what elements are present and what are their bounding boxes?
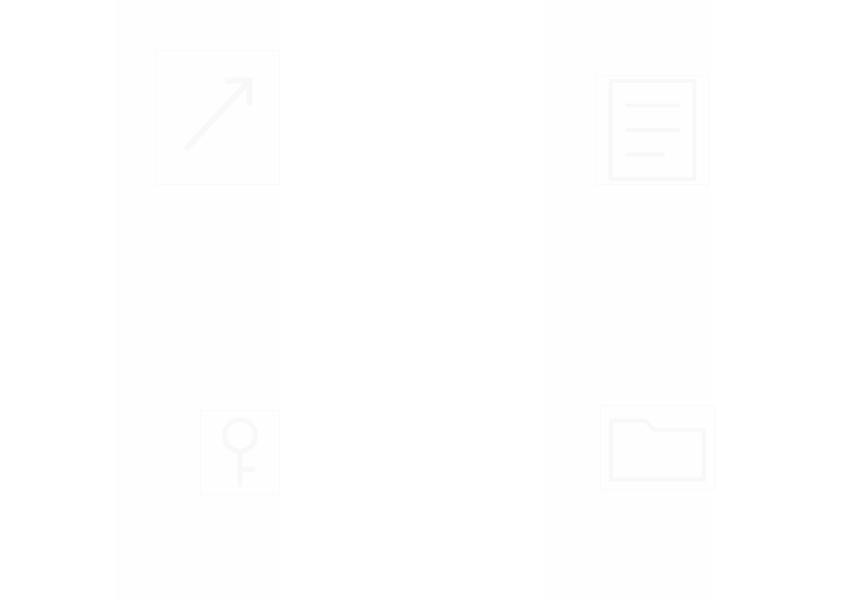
document-icon: [595, 75, 710, 185]
tile-top-right[interactable]: [535, 55, 795, 270]
tile-bottom-right[interactable]: [560, 400, 760, 600]
folder-icon: [600, 405, 715, 490]
arrow-icon: [155, 50, 280, 185]
tile-bottom-left[interactable]: [70, 400, 350, 600]
key-icon: [200, 410, 280, 495]
background-column-right: [545, 0, 710, 600]
tile-top-left[interactable]: [40, 40, 360, 270]
